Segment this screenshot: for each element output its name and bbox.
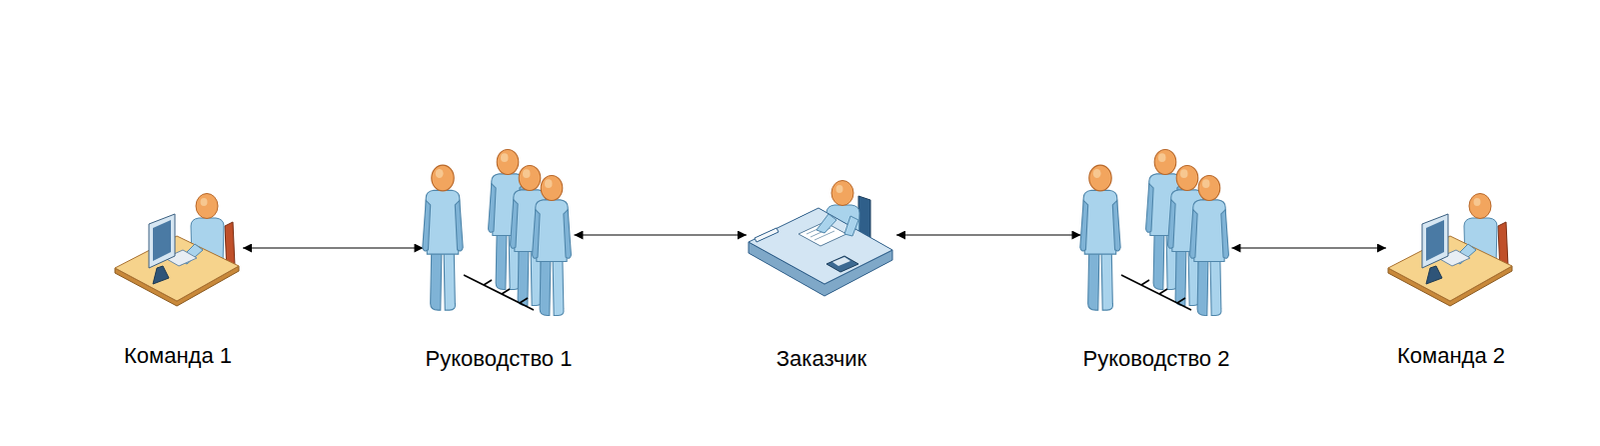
workstation-icon <box>1386 185 1517 306</box>
node-label: Заказчик <box>746 345 897 372</box>
management-icon <box>1081 149 1232 315</box>
node-label: Руководство 2 <box>1081 345 1233 372</box>
connector-arrow <box>242 246 424 248</box>
management-icon <box>423 149 574 315</box>
node-label: Команда 1 <box>112 342 243 369</box>
customer-icon <box>746 175 897 298</box>
person-node: Руководство 1 <box>423 149 575 372</box>
connector-arrow <box>1231 246 1387 248</box>
person-node: Заказчик <box>746 175 897 372</box>
connector-arrow <box>573 233 747 235</box>
person-node: Команда 1 <box>112 185 243 369</box>
node-label: Команда 2 <box>1386 342 1517 369</box>
person-node: Команда 2 <box>1386 185 1517 369</box>
workstation-icon <box>112 185 243 306</box>
person-node: Руководство 2 <box>1081 149 1233 372</box>
connector-arrow <box>896 233 1082 235</box>
node-label: Руководство 1 <box>423 345 575 372</box>
